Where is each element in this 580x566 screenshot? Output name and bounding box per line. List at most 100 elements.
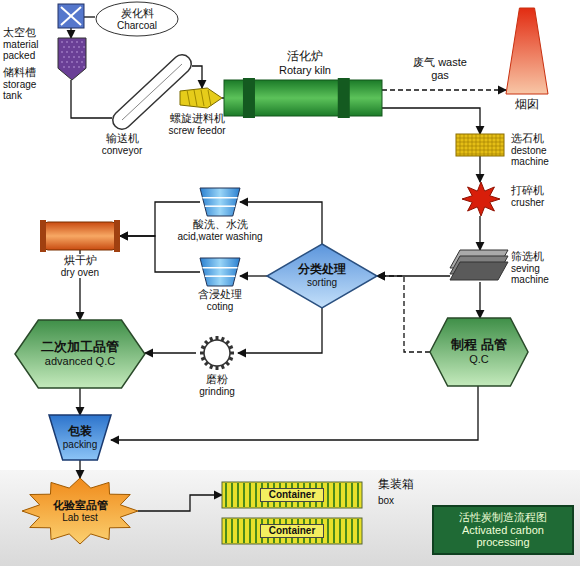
oven-body xyxy=(44,222,116,250)
tank-dot xyxy=(78,66,80,68)
bucket-stripe xyxy=(205,275,235,277)
destone-screen xyxy=(456,134,504,156)
feeder-body xyxy=(180,88,222,108)
bag-shape xyxy=(58,4,84,28)
screen-mesh xyxy=(468,134,469,156)
node-subtitle: storage tank xyxy=(2,79,56,102)
node-subtitle: conveyor xyxy=(101,145,144,157)
node-heading: 选石机 xyxy=(510,132,545,145)
grid-shape xyxy=(456,134,504,156)
tank-bucket xyxy=(200,188,240,216)
node-subtitle: Q.C xyxy=(469,353,489,366)
text-holder: Container xyxy=(222,482,362,508)
screen-mesh xyxy=(460,134,461,156)
container-rib xyxy=(333,483,335,507)
star-shape xyxy=(22,478,138,544)
node-heading: 磨粉 xyxy=(205,373,229,386)
oven-node: 烘干炉dry oven xyxy=(40,222,120,250)
node-subtitle: Lab test xyxy=(62,512,98,524)
star-node: 化验室品管Lab test xyxy=(22,478,138,544)
text-holder: 包装packing xyxy=(49,415,111,460)
crusher-burst xyxy=(462,182,500,216)
container-rib xyxy=(339,483,341,507)
screen-mesh xyxy=(464,134,465,156)
container-rib xyxy=(345,519,347,543)
text-holder: 储料槽storage tank xyxy=(2,66,56,102)
text-holder: Container xyxy=(222,518,362,544)
lab-star xyxy=(22,478,138,544)
feeder-screw xyxy=(187,90,190,106)
feeder-screw xyxy=(208,90,211,106)
kiln-shape xyxy=(224,80,382,116)
container-rib xyxy=(225,483,227,507)
node-heading: 包装 xyxy=(68,425,92,439)
node-subtitle: Rotary kiln xyxy=(278,64,332,77)
tank-dot xyxy=(83,46,85,48)
container-rib xyxy=(237,519,239,543)
flow-arrow xyxy=(238,308,322,353)
text-holder: 化验室品管Lab test xyxy=(22,478,138,544)
bag-cross xyxy=(61,7,81,25)
container-rib xyxy=(327,519,329,543)
container-rib xyxy=(357,519,359,543)
container-rib xyxy=(345,483,347,507)
node-heading: 化验室品管 xyxy=(53,499,108,512)
node-heading: 烘干炉 xyxy=(63,254,98,267)
sieve-shape xyxy=(450,250,508,282)
tank-dot xyxy=(78,56,80,58)
node-heading: Container xyxy=(260,524,325,538)
decision-diamond xyxy=(267,244,377,308)
gear-shape xyxy=(196,335,238,371)
text-holder: 分类处理sorting xyxy=(267,244,377,308)
screen-mesh xyxy=(456,142,504,143)
tank-dot xyxy=(73,56,75,58)
floor-band xyxy=(0,470,580,566)
flow-arrow xyxy=(479,156,480,182)
mill-body xyxy=(204,340,230,366)
text-holder: 烟囱 xyxy=(500,98,554,112)
flow-arrow xyxy=(70,28,71,38)
text-holder: 选石机destone machine xyxy=(510,132,572,168)
screen-mesh xyxy=(456,138,504,139)
diagram-title: 活性炭制造流程图 Activated carbon processing xyxy=(437,511,569,549)
node-heading: 螺旋进料机 xyxy=(169,112,226,125)
tank-dot xyxy=(76,51,78,53)
node-heading: 筛选机 xyxy=(510,250,545,263)
text-holder: 含浸处理coting xyxy=(180,288,260,312)
node-subtitle: destone machine xyxy=(510,145,572,168)
feeder-shape xyxy=(180,88,222,108)
text-holder: 酸洗、水洗acid,water washing xyxy=(160,218,280,242)
flow-arrow xyxy=(479,282,480,318)
container-rib xyxy=(249,483,251,507)
node-subtitle: sorting xyxy=(307,277,337,289)
tank-dot xyxy=(83,56,85,58)
kiln-node: 活化炉Rotary kiln xyxy=(224,80,382,116)
bag-node: 太空包material packed xyxy=(58,4,84,28)
feeder-node: 螺旋进料机screw feedor xyxy=(180,88,222,108)
container-node: Container xyxy=(222,482,362,508)
sieve-deck xyxy=(450,262,508,280)
tank-dot xyxy=(63,56,65,58)
node-heading: 活化炉 xyxy=(286,50,324,64)
container-rib xyxy=(225,519,227,543)
container-rib xyxy=(231,519,233,543)
node-subtitle: material packed xyxy=(2,39,56,62)
tank-dot xyxy=(61,41,63,43)
tank-dot xyxy=(81,51,83,53)
text-holder: 筛选机seving machine xyxy=(510,250,572,286)
screen-mesh xyxy=(492,134,493,156)
tank-dot xyxy=(68,56,70,58)
chimney-node: 烟囱 xyxy=(506,8,548,94)
diamond-node: 分类处理sorting xyxy=(267,244,377,308)
flow-arrow xyxy=(138,495,222,511)
container-rib xyxy=(237,483,239,507)
tank-dot xyxy=(66,41,68,43)
container-rib xyxy=(339,519,341,543)
node-heading: 打碎机 xyxy=(510,184,545,197)
bucket-stripe xyxy=(202,267,237,269)
tank-dot xyxy=(68,66,70,68)
packing-funnel xyxy=(49,415,111,460)
text-holder: 太空包material packed xyxy=(2,26,56,62)
tank-dot xyxy=(71,51,73,53)
oven-cap xyxy=(40,220,46,252)
